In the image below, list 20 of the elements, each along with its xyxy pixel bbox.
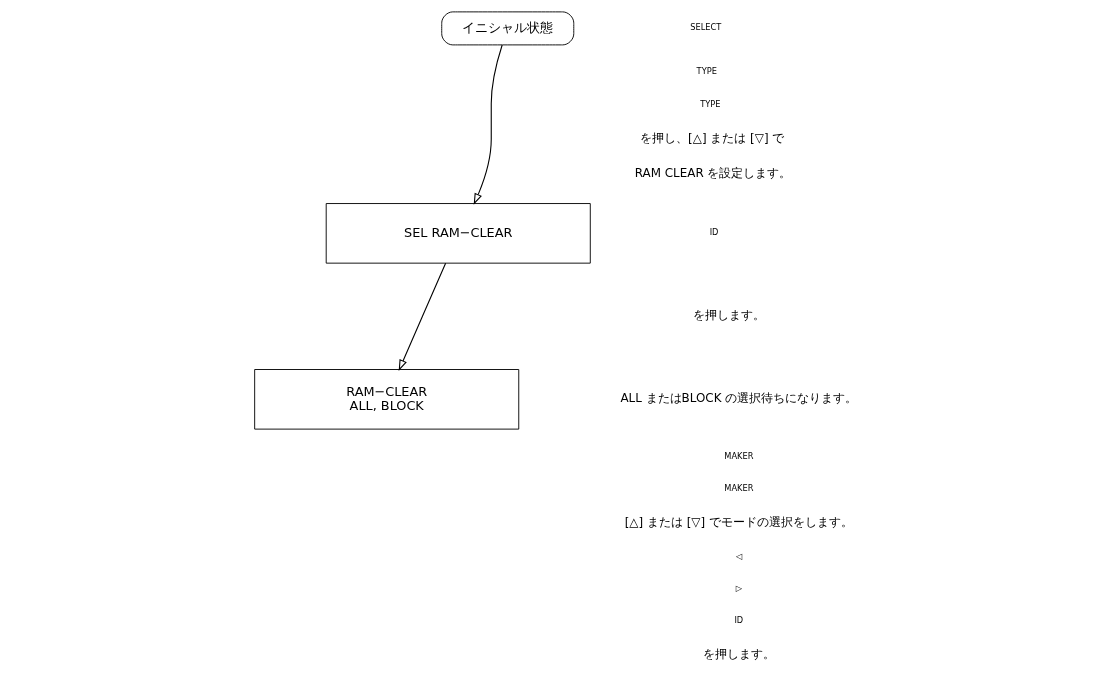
label: を押し、[△] または [▽] で bbox=[639, 130, 784, 145]
node-box: RAM−CLEAR ALL, BLOCK bbox=[253, 369, 519, 430]
label: を押します。 bbox=[702, 646, 775, 661]
label: ID bbox=[733, 614, 743, 625]
label: TYPE bbox=[699, 98, 721, 109]
label: TYPE bbox=[696, 66, 717, 77]
arrow bbox=[473, 44, 503, 205]
label: MAKER bbox=[723, 450, 753, 461]
label: SELECT bbox=[689, 22, 721, 33]
label: ID bbox=[709, 227, 718, 238]
label: [△] または [▽] でモードの選択をします。 bbox=[624, 514, 853, 529]
node-box: イニシャル状態 bbox=[440, 11, 574, 46]
label: ALL またはBLOCK の選択待ちになります。 bbox=[619, 391, 857, 406]
label: RAM CLEAR を設定します。 bbox=[634, 166, 791, 181]
arrow bbox=[398, 262, 446, 371]
label: ▷ bbox=[735, 582, 742, 593]
label: を押します。 bbox=[692, 308, 765, 323]
label: MAKER bbox=[723, 482, 753, 493]
label: ◁ bbox=[735, 550, 742, 561]
node-box: SEL RAM−CLEAR bbox=[325, 203, 591, 264]
